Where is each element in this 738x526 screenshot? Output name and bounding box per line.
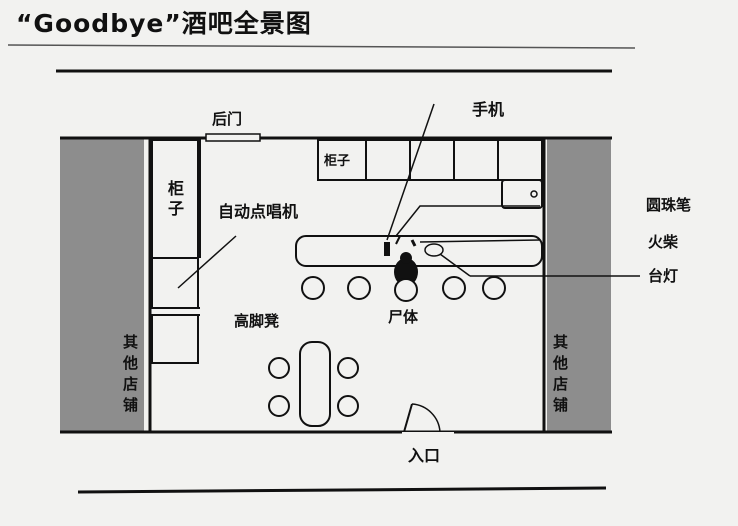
back-door-label: 后门 <box>212 110 243 128</box>
matches-mark <box>410 239 417 247</box>
bar-counter <box>295 235 543 267</box>
lamp-mark <box>424 243 444 257</box>
seat-2 <box>337 357 359 379</box>
seat-3 <box>268 395 290 417</box>
top-cabinet-1 <box>317 139 367 181</box>
jukebox-label: 自动点唱机 <box>218 202 299 221</box>
matches-pointer <box>419 239 541 243</box>
top-cabinet-2 <box>365 139 411 181</box>
stool-1 <box>301 276 325 300</box>
stool-5 <box>482 276 506 300</box>
matches-label: 火柴 <box>648 233 679 251</box>
jukebox-pointer <box>177 235 237 289</box>
pen-label: 圆珠笔 <box>646 196 692 214</box>
stool-4 <box>442 276 466 300</box>
back-counter <box>501 179 543 209</box>
body-mark <box>394 258 418 286</box>
stools-label: 高脚凳 <box>234 312 280 330</box>
center-table <box>299 341 331 427</box>
right-shop-block <box>547 138 611 432</box>
entrance-label: 入口 <box>408 446 441 465</box>
cabinet-left-label: 柜子 <box>165 180 184 220</box>
page-title: “Goodbye”酒吧全景图 <box>16 9 312 38</box>
top-cabinet-4 <box>453 139 499 181</box>
street-line-bottom <box>77 486 607 494</box>
left-shop-block <box>60 138 144 432</box>
stool-2 <box>347 276 371 300</box>
seat-1 <box>268 357 290 379</box>
pen-pointer <box>395 205 540 237</box>
entrance-door <box>403 403 413 433</box>
other-shops-right-label: 其他店铺 <box>551 334 569 418</box>
left-room-box <box>151 314 199 364</box>
phone-pointer <box>386 103 435 241</box>
stool-3 <box>394 278 418 302</box>
cabinet-top-label: 柜子 <box>324 154 351 169</box>
phone-label: 手机 <box>472 100 505 119</box>
back-door <box>205 133 261 142</box>
left-cabinet <box>151 139 199 259</box>
pen-mark <box>395 235 401 245</box>
lamp-label: 台灯 <box>648 267 679 285</box>
seat-4 <box>337 395 359 417</box>
top-cabinet-5 <box>497 139 543 181</box>
other-shops-left-label: 其他店铺 <box>121 334 139 418</box>
top-cabinet-3 <box>409 139 455 181</box>
phone-mark <box>384 242 390 256</box>
body-label: 尸体 <box>388 308 419 326</box>
jukebox-box <box>151 257 199 309</box>
title-underline <box>7 44 636 49</box>
